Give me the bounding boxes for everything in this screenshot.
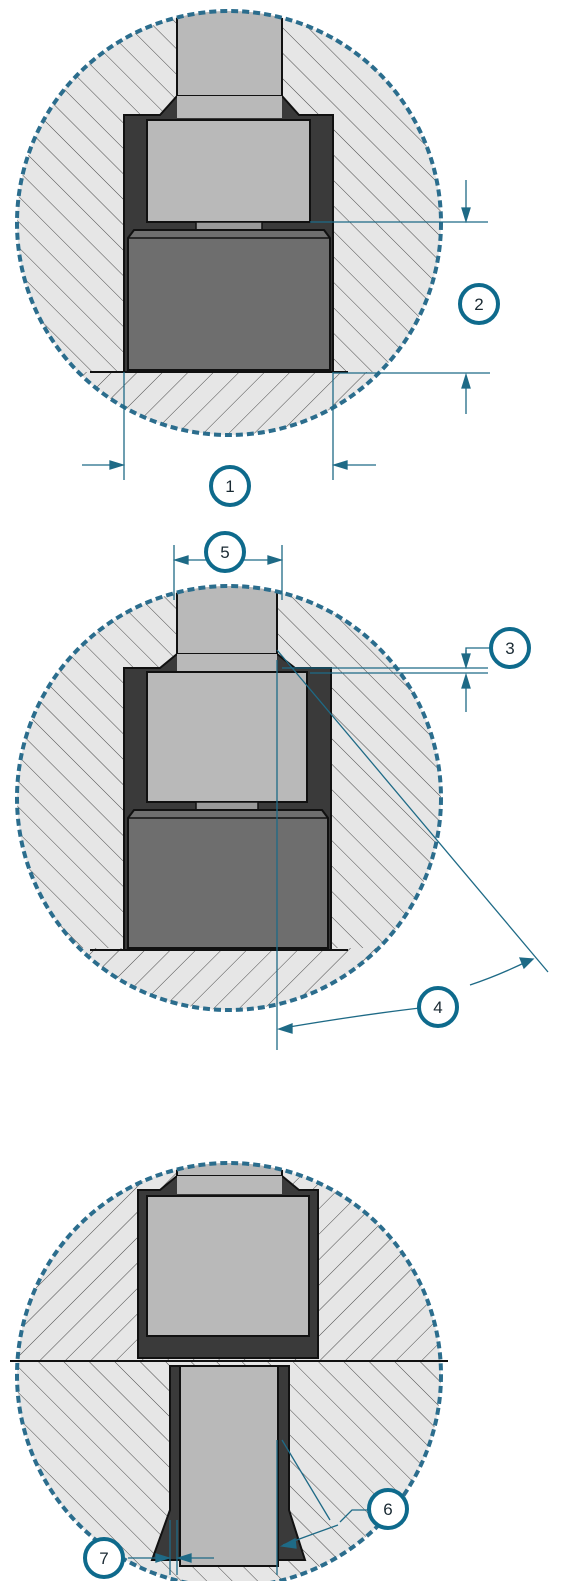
detail-boundary-circle (15, 9, 443, 437)
callout-4: 4 (417, 986, 459, 1028)
callout-4-label: 4 (433, 998, 442, 1017)
callout-1: 1 (209, 465, 251, 507)
lower-shaft (179, 1365, 279, 1567)
detail-view-middle (15, 545, 549, 1050)
callout-7-label: 7 (99, 1549, 108, 1568)
callout-3-label: 3 (505, 639, 514, 658)
callout-6: 6 (367, 1488, 409, 1530)
detail-view-bottom (10, 1161, 448, 1581)
lower-block (127, 229, 331, 371)
dimension-4 (276, 649, 549, 1050)
detail-view-top (15, 9, 490, 480)
callout-1-label: 1 (225, 477, 234, 496)
callout-2: 2 (458, 283, 500, 325)
callout-5: 5 (204, 531, 246, 573)
dimension-3 (282, 647, 490, 712)
lower-block (127, 809, 329, 949)
detail-boundary-circle (15, 1161, 443, 1581)
callout-3: 3 (489, 627, 531, 669)
upper-block (146, 1195, 310, 1337)
callout-2-label: 2 (474, 295, 483, 314)
dimension-6 (276, 1439, 368, 1575)
upper-block (146, 671, 308, 803)
lower-hatched-section (17, 372, 441, 435)
dimension-1 (82, 372, 376, 480)
callout-6-label: 6 (383, 1500, 392, 1519)
callout-5-label: 5 (220, 543, 229, 562)
upper-block (146, 119, 311, 223)
dimension-2 (310, 180, 490, 414)
dimension-7 (128, 1520, 214, 1575)
callout-7: 7 (83, 1537, 125, 1579)
detail-boundary-circle (15, 584, 443, 1012)
